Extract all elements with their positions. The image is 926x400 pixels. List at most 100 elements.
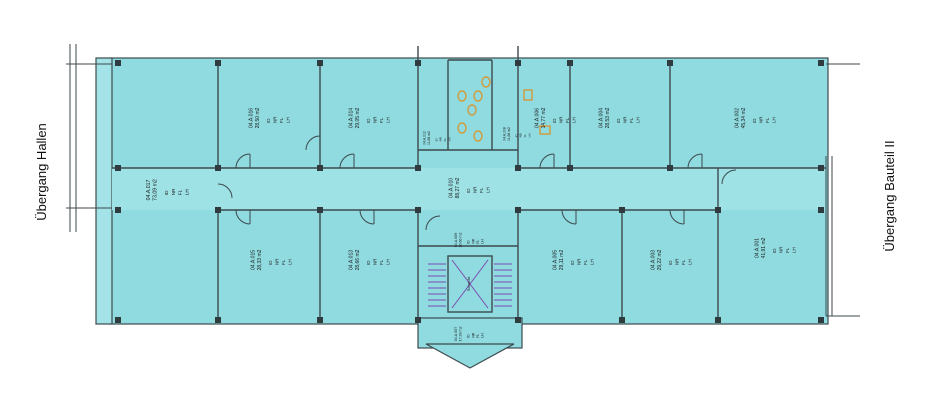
room-id: 04.A.014 bbox=[348, 108, 354, 128]
room-field-id: ID bbox=[164, 190, 169, 195]
room-field-nr: NR bbox=[558, 116, 563, 123]
room-field-id: ID bbox=[268, 260, 273, 265]
room-field-fl: FL bbox=[681, 259, 686, 265]
room-field-lh: LH bbox=[485, 187, 490, 193]
entrance-bay bbox=[425, 343, 515, 369]
room-field-fl: FL bbox=[379, 259, 384, 265]
room-field-id: ID bbox=[772, 248, 777, 253]
room-field-id: ID bbox=[467, 240, 471, 244]
room-field-nr: NR bbox=[758, 116, 763, 123]
room-field-nr: NR bbox=[372, 258, 377, 265]
room-area: 14,77 m2 bbox=[541, 107, 547, 128]
room-field-fl: FL bbox=[565, 117, 570, 123]
room-id: 04.A.001 bbox=[754, 238, 760, 258]
room-field-nr: NR bbox=[274, 258, 279, 265]
left-side-label: Übergang Hallen bbox=[34, 123, 49, 221]
room-field-fl: FL bbox=[476, 240, 480, 244]
room-id: 04.A.007 bbox=[454, 327, 458, 341]
stair bbox=[428, 259, 512, 309]
room-field-fl: FL bbox=[178, 189, 183, 195]
room-area: 11,68 m2 bbox=[507, 127, 511, 141]
room-field-nr: NR bbox=[171, 188, 176, 195]
room-field-id: ID bbox=[434, 138, 438, 142]
room-area: 28,66 m2 bbox=[355, 249, 361, 270]
room-field-fl: FL bbox=[765, 117, 770, 123]
room-id: 04.A.006 bbox=[534, 108, 540, 128]
room-field-id: ID bbox=[266, 118, 271, 123]
room-area: 11,68 m2 bbox=[427, 131, 431, 145]
corridor bbox=[112, 168, 826, 210]
room-field-nr: NR bbox=[622, 116, 627, 123]
columns bbox=[115, 60, 824, 323]
room-field-lh: LH bbox=[287, 259, 292, 265]
room-area: 28,50 m2 bbox=[255, 107, 261, 128]
room-field-nr: NR bbox=[778, 246, 783, 253]
room-field-lh: LH bbox=[385, 117, 390, 123]
room-field-nr: NR bbox=[519, 132, 523, 137]
room-field-id: ID bbox=[514, 134, 518, 138]
room-area: 28,53 m2 bbox=[605, 107, 611, 128]
room-area: 41,91 m2 bbox=[761, 237, 767, 258]
right-side-label: Übergang Bauteil II bbox=[882, 140, 897, 251]
room-field-lh: LH bbox=[385, 259, 390, 265]
room-field-fl: FL bbox=[785, 247, 790, 253]
room-field-lh: LH bbox=[589, 259, 594, 265]
room-field-id: ID bbox=[616, 118, 621, 123]
room-area: 88,27 m2 bbox=[455, 177, 461, 198]
room-id: 04.A.012 bbox=[422, 131, 426, 145]
room-id: 04.A.009 bbox=[454, 233, 458, 247]
room-field-lh: LH bbox=[481, 333, 485, 338]
stair-projection bbox=[417, 317, 523, 349]
room-field-nr: NR bbox=[674, 258, 679, 265]
sanitary-fixtures bbox=[457, 76, 551, 142]
room-area: 73,09 m2 bbox=[153, 179, 159, 201]
room-area: 29,11 m2 bbox=[559, 250, 565, 271]
room-area: 28,33 m2 bbox=[257, 249, 263, 270]
room-id: 04.A.016 bbox=[248, 108, 254, 128]
room-field-nr: NR bbox=[471, 238, 475, 243]
room-field-lh: LH bbox=[528, 133, 532, 137]
room-area: 29,05 m2 bbox=[355, 107, 361, 128]
room-field-nr: NR bbox=[576, 258, 581, 265]
room-area: 10,66 m2 bbox=[459, 233, 463, 248]
room-field-nr: NR bbox=[372, 116, 377, 123]
room-field-id: ID bbox=[752, 118, 757, 123]
room-field-lh: LH bbox=[285, 117, 290, 123]
room-field-nr: NR bbox=[471, 332, 475, 337]
room-id: 04.A.003 bbox=[650, 250, 656, 270]
shaft-label: Schacht bbox=[466, 276, 471, 291]
room-id: 04.A.004 bbox=[598, 108, 604, 128]
door-swings bbox=[217, 135, 737, 231]
room-field-id: ID bbox=[366, 260, 371, 265]
room-id: 04.A.015 bbox=[250, 250, 256, 270]
room-field-lh: LH bbox=[481, 239, 485, 244]
west-bay bbox=[95, 57, 113, 325]
room-field-lh: LH bbox=[771, 117, 776, 123]
room-field-fl: FL bbox=[281, 259, 286, 265]
room-field-id: ID bbox=[467, 334, 471, 338]
room-field-fl: FL bbox=[479, 187, 484, 193]
room-id: 04.A.013 bbox=[348, 250, 354, 270]
room-field-id: ID bbox=[668, 260, 673, 265]
room-field-fl: FL bbox=[583, 259, 588, 265]
room-id: 04.A.005 bbox=[552, 250, 558, 270]
room-field-id: ID bbox=[466, 188, 471, 193]
room-area: 17,39 m2 bbox=[459, 327, 463, 342]
room-field-id: ID bbox=[366, 118, 371, 123]
